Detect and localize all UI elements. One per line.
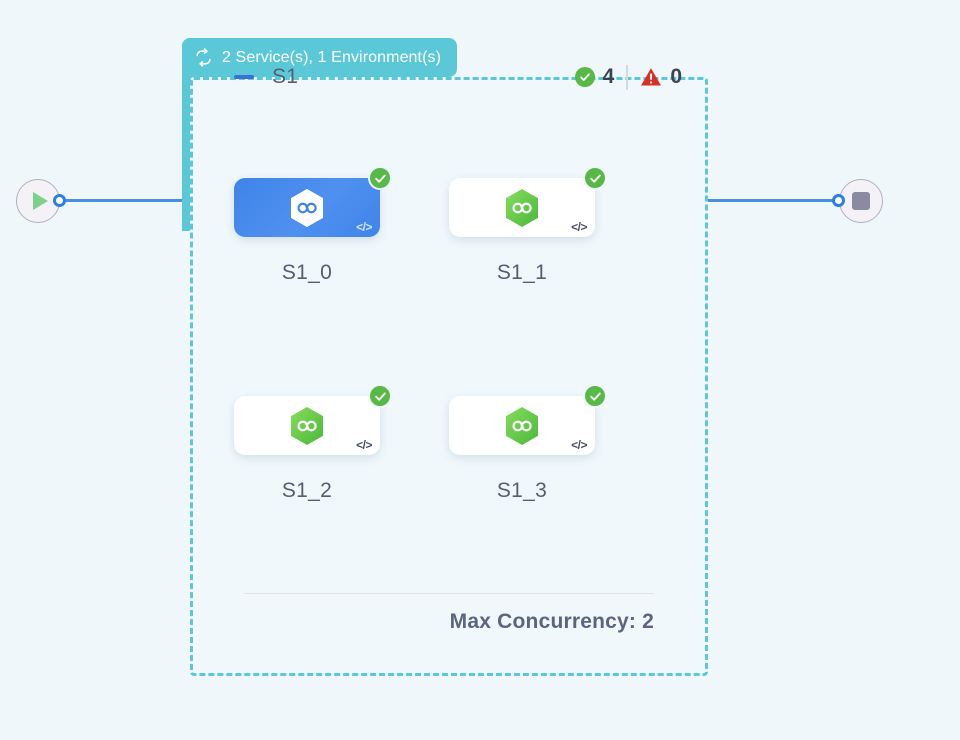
group-header-tab[interactable]: 2 Service(s), 1 Environment(s) bbox=[182, 38, 458, 77]
check-circle-icon bbox=[574, 67, 595, 87]
group-titlebar: S1 4 bbox=[190, 60, 708, 94]
node-label-s1-3: S1_3 bbox=[496, 479, 548, 502]
warning-count: 0 bbox=[670, 65, 682, 88]
stop-icon bbox=[852, 192, 870, 210]
play-icon bbox=[33, 192, 48, 210]
loop-icon bbox=[194, 48, 213, 67]
node-cell: </> S1_2 bbox=[234, 384, 409, 503]
service-node-s1-0[interactable]: </> bbox=[234, 166, 392, 237]
check-circle-icon bbox=[583, 166, 607, 190]
group-title: S1 bbox=[272, 65, 299, 88]
max-concurrency-label: Max Concurrency: 2 bbox=[449, 610, 654, 633]
node-grid: </> S1_0 bbox=[190, 166, 708, 503]
node-label-s1-2: S1_2 bbox=[281, 479, 333, 502]
start-node[interactable] bbox=[16, 179, 60, 223]
footer-divider bbox=[244, 593, 654, 594]
end-node[interactable] bbox=[839, 179, 883, 223]
code-icon[interactable]: </> bbox=[571, 220, 587, 234]
status-cluster: 4 0 bbox=[574, 64, 682, 90]
node-cell: </> S1_3 bbox=[449, 384, 624, 503]
code-icon[interactable]: </> bbox=[571, 438, 587, 452]
node-label-s1-0: S1_0 bbox=[281, 261, 333, 284]
start-node-source-handle[interactable] bbox=[53, 194, 66, 207]
minus-icon[interactable] bbox=[234, 75, 254, 79]
status-divider bbox=[626, 64, 629, 90]
service-node-s1-2[interactable]: </> bbox=[234, 384, 392, 455]
code-icon[interactable]: </> bbox=[356, 220, 372, 234]
service-node-s1-3[interactable]: </> bbox=[449, 384, 607, 455]
group-header-label: 2 Service(s), 1 Environment(s) bbox=[222, 48, 442, 66]
service-group[interactable]: 2 Service(s), 1 Environment(s) S1 4 bbox=[182, 38, 708, 676]
node-label-s1-1: S1_1 bbox=[496, 261, 548, 284]
end-node-target-handle[interactable] bbox=[832, 194, 845, 207]
service-node-s1-1[interactable]: </> bbox=[449, 166, 607, 237]
edge-group-to-end[interactable] bbox=[707, 199, 839, 202]
node-cell: </> S1_1 bbox=[449, 166, 624, 285]
nodejs-hex-icon bbox=[288, 406, 326, 446]
nodejs-hex-icon bbox=[288, 188, 326, 228]
check-circle-icon bbox=[368, 166, 392, 190]
success-count: 4 bbox=[602, 65, 615, 88]
check-circle-icon bbox=[368, 384, 392, 408]
nodejs-hex-icon bbox=[503, 406, 541, 446]
check-circle-icon bbox=[583, 384, 607, 408]
nodejs-hex-icon bbox=[503, 188, 541, 228]
node-cell: </> S1_0 bbox=[234, 166, 409, 285]
code-icon[interactable]: </> bbox=[356, 438, 372, 452]
warning-triangle-icon bbox=[640, 67, 662, 87]
edge-start-to-group[interactable] bbox=[61, 199, 191, 202]
group-body bbox=[190, 77, 708, 676]
warning-status: 0 bbox=[640, 65, 682, 89]
success-status: 4 bbox=[574, 65, 615, 89]
